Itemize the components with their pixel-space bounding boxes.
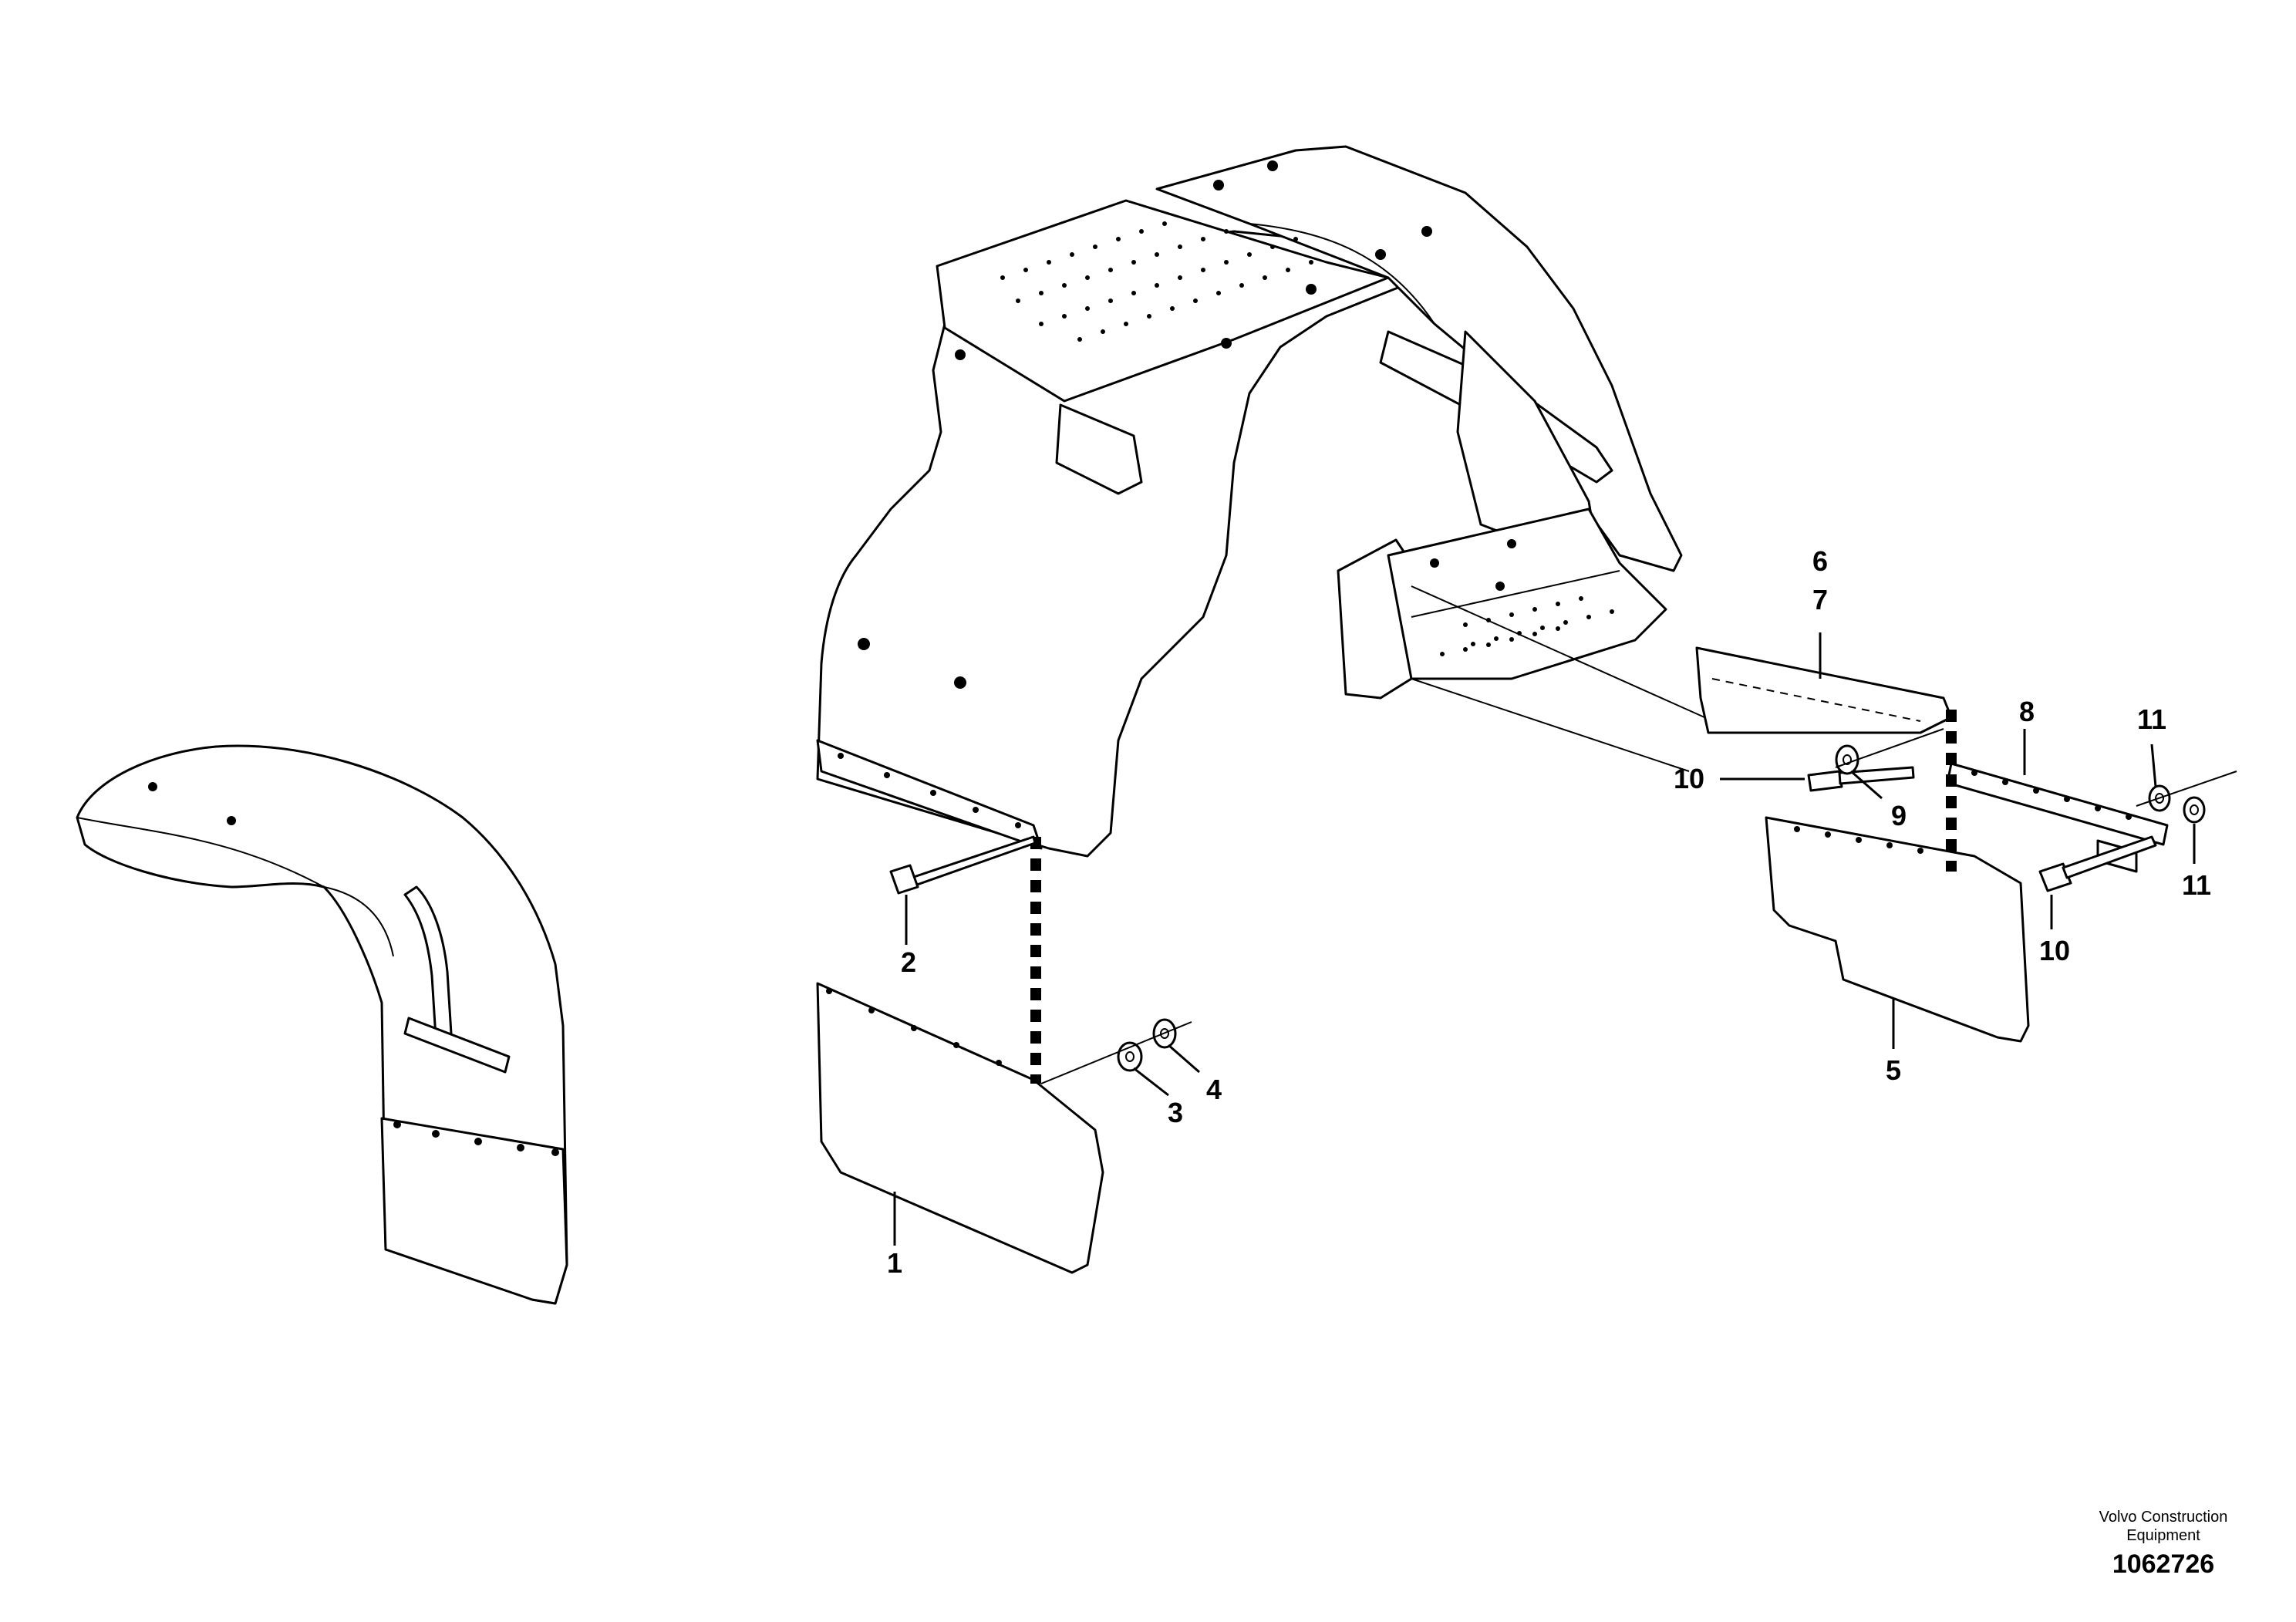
callout-11-upper: 11 [2137,703,2166,735]
callout-10-upper: 10 [1674,763,1704,794]
washer-9 [1835,744,1859,775]
washer-11-lower [2183,796,2206,824]
step-assembly [1337,508,1705,772]
callout-5: 5 [1886,1054,1901,1086]
callout-3: 3 [1168,1097,1183,1128]
main-fender-bolts [858,160,1432,689]
manufacturer-name-line1: Volvo Construction [2099,1509,2228,1526]
bolt-10-lower [2038,835,2157,892]
callout-1: 1 [887,1247,902,1279]
main-fender-top-panel [936,199,1390,403]
callout-2: 2 [901,946,916,978]
left-mudflap [380,1117,568,1305]
main-fender-assembly [816,145,1683,858]
main-fender-perforation [1000,221,1313,342]
manufacturer-name-line2: Equipment [2126,1527,2200,1544]
leader-lines [893,632,2196,1246]
right-mudflap [1765,816,2030,1043]
callout-9: 9 [1891,800,1907,831]
center-mudflap [816,982,1104,1274]
left-fender-assembly [76,744,568,1305]
callout-11-lower: 11 [2182,869,2211,901]
bolt-2 [889,835,1037,895]
document-number: 1062726 [2112,1549,2215,1579]
step-tread-perforation [1440,596,1614,656]
callout-8: 8 [2019,696,2035,727]
mudflap-bracket [1695,646,1953,734]
left-fender-bolts [148,782,559,1156]
manufacturer-footer: Volvo Construction Equipment 1062726 [2052,1508,2275,1580]
callout-6: 6 [1812,545,1828,577]
main-fender-side-bracket [1055,403,1143,495]
callout-10-lower: 10 [2039,935,2070,966]
step-tread [1387,508,1667,680]
callout-labels: 1 2 3 4 5 6 7 8 9 10 10 11 11 [887,545,2211,1279]
main-fender-shell [816,230,1405,858]
callout-4: 4 [1206,1074,1222,1105]
bolt-10-upper [1807,766,1915,792]
main-fender-rail [1155,145,1683,572]
fastening-strip [1946,762,2169,873]
callout-7: 7 [1812,584,1828,615]
